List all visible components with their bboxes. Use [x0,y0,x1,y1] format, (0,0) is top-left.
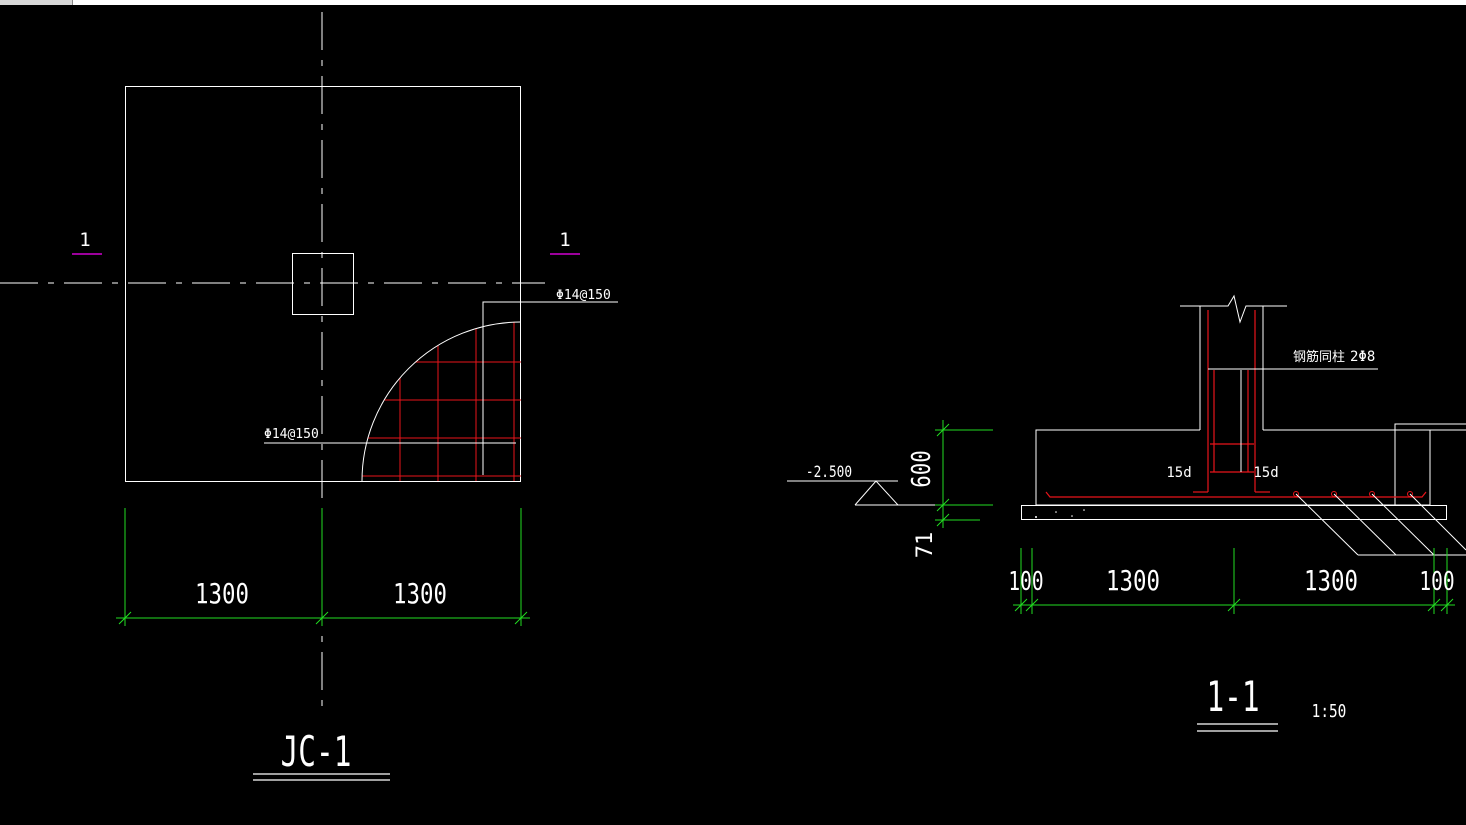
leader-top [482,301,618,475]
section-mark-left: 1 [79,229,90,251]
section-dim-height: 600 [906,450,937,488]
column-rebar-spec: 2Φ8 [1350,349,1375,365]
footing-body-left [1035,429,1200,505]
top-toolbar-strip [0,0,1466,5]
level-value: -2.500 [806,464,852,482]
plan-dimension [116,508,530,626]
section-dim-cover: 71 [913,532,938,559]
section-mark-right: 1 [559,229,570,251]
section-dim-edge-left: 100 [1008,567,1043,596]
blinding-hatch [1035,509,1085,518]
plan-view: 1 1 Φ14@150 Φ14@150 1300 1300 JC-1 [0,12,618,781]
column-break-line [1180,294,1287,324]
rebar-leaders [1295,493,1466,556]
section-title: 1-1 [1206,672,1259,722]
column-rebar [1193,310,1270,493]
rebar-quarter-arc [361,321,522,482]
blinding-layer[interactable] [1021,505,1447,520]
level-triangle [854,480,900,506]
plan-dim-left: 1300 [195,576,249,609]
rebar-dots [1293,491,1413,497]
rebar-label-top: Φ14@150 [556,288,611,303]
section-vertical-dimension [935,420,993,528]
section-horizontal-dimension [1013,548,1455,614]
section-dim-edge-right: 100 [1419,567,1454,596]
plan-dim-right: 1300 [393,576,447,609]
section-scale: 1:50 [1312,700,1347,721]
section-view: -2.500 600 71 100 1300 [787,294,1466,732]
plan-title: JC-1 [281,727,352,777]
section-dim-mid-right: 1300 [1304,563,1358,596]
hook-label-left: 15d [1166,465,1191,481]
adjacent-footing [1394,423,1466,505]
bottom-rebar [1045,491,1427,498]
column-rebar-note: 钢筋同柱 [1293,349,1345,365]
rebar-label-bottom: Φ14@150 [264,427,319,442]
section-dim-mid-left: 1300 [1106,563,1160,596]
toolbar-tab[interactable] [0,0,73,5]
hook-label-right: 15d [1253,465,1278,481]
footing-outline[interactable] [125,86,521,482]
column-outline[interactable] [292,253,354,315]
